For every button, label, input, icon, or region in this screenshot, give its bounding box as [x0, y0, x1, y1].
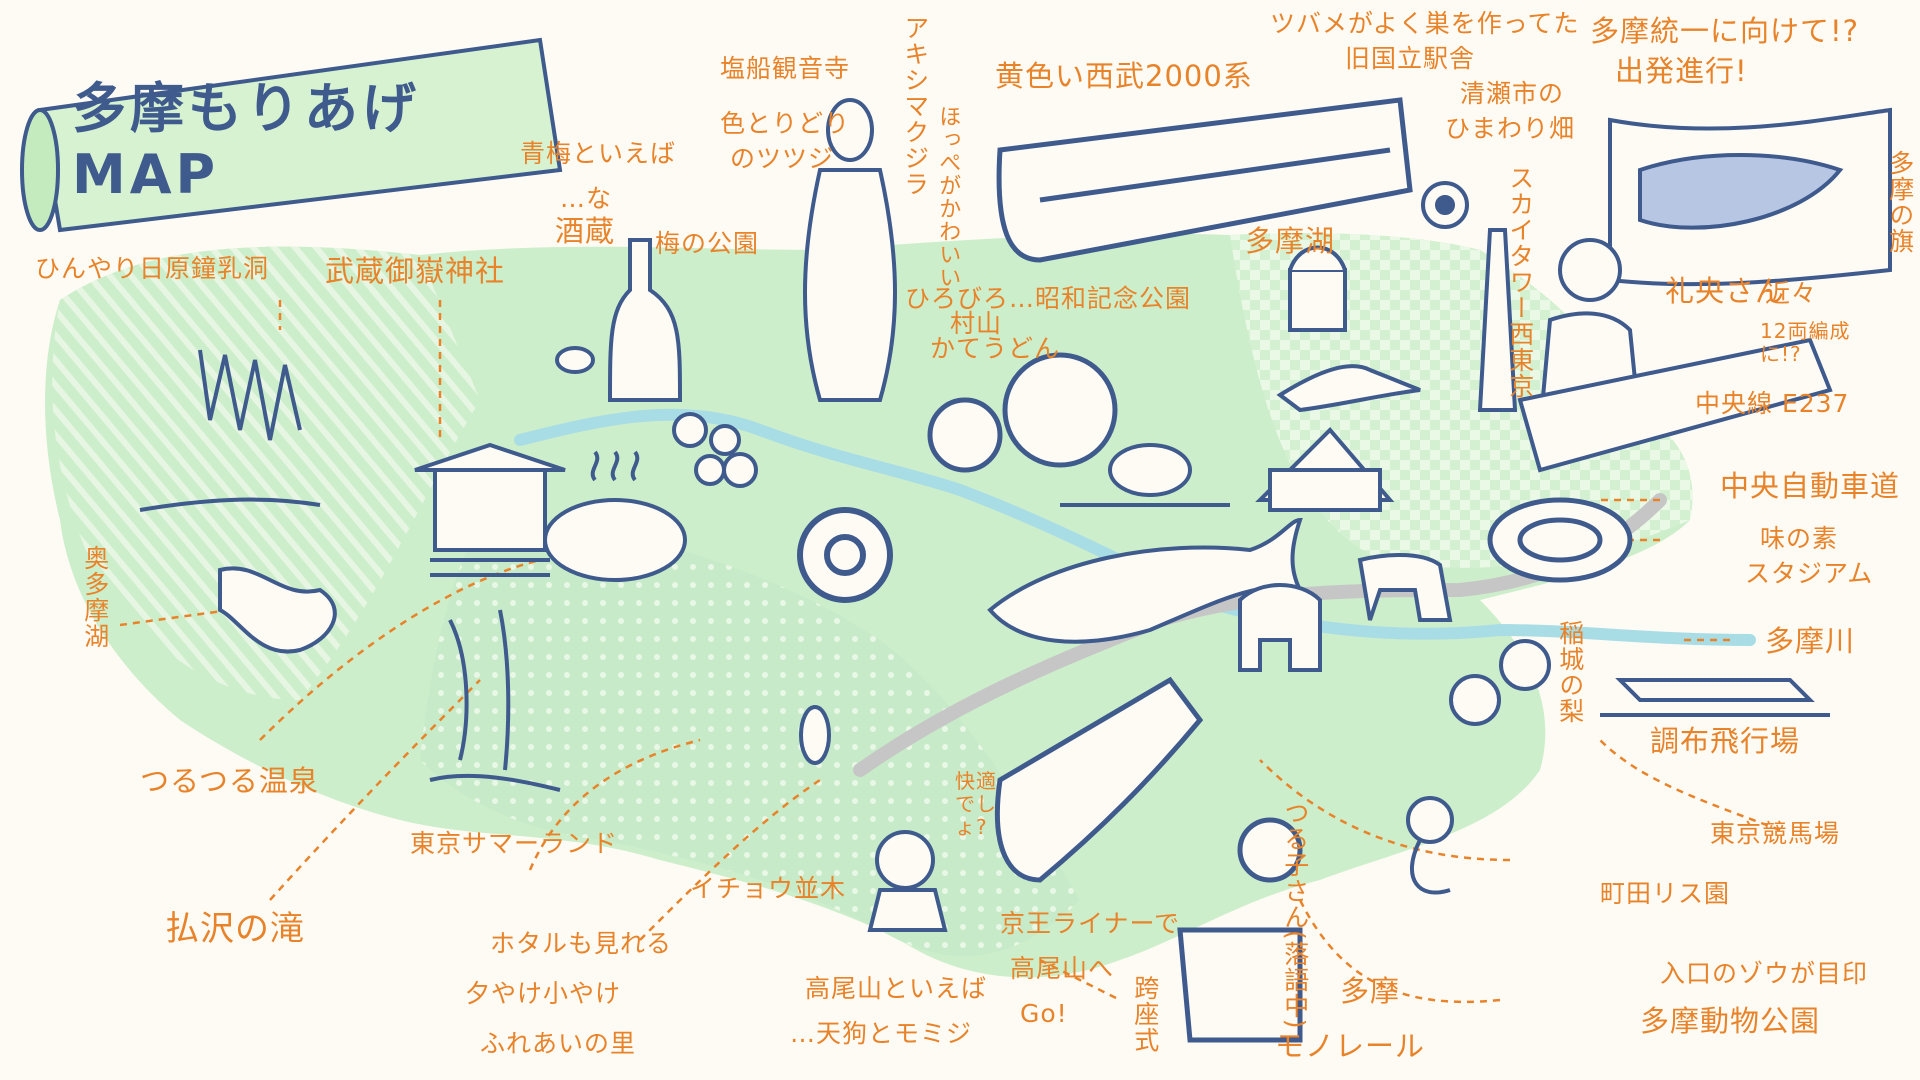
label-hotaru-3: ふれあいの里: [480, 1029, 637, 1058]
label-zoo-1: 入口のゾウが目印: [1660, 959, 1869, 988]
label-tama-flag: 多摩の旗: [1885, 150, 1915, 254]
okutama-lake-illustration: [218, 566, 337, 654]
shrine-illustration: [414, 442, 566, 577]
label-flag-1: 多摩統一に向けて!?: [1590, 14, 1860, 48]
label-tsurutsuru-onsen: つるつる温泉: [140, 764, 319, 798]
horse-illustration: [1357, 553, 1453, 622]
label-musashi-mitake: 武蔵御嶽神社: [325, 254, 506, 288]
airplane-illustration: [1600, 678, 1830, 717]
label-tama-lake: 多摩湖: [1245, 224, 1336, 258]
label-tsuruko: つる子さん(落語中): [1280, 800, 1310, 1030]
label-tama-river: 多摩川: [1765, 624, 1856, 658]
plum-illustration: [672, 412, 758, 488]
chuo-train-illustration: [1517, 337, 1833, 473]
label-shiofune: 塩船観音寺: [720, 54, 851, 83]
sunflower-illustration: [1421, 181, 1469, 229]
label-keio-1: 京王ライナーで: [1000, 909, 1181, 938]
squirrel-illustration: [1406, 796, 1454, 895]
title-banner: [20, 37, 563, 233]
label-udon-1: 村山: [950, 309, 1003, 338]
label-hossawa-falls: 払沢の滝: [165, 909, 305, 949]
label-hoppe: ほっぺがかわいい: [935, 105, 961, 289]
label-takao-1: 高尾山といえば: [805, 974, 988, 1003]
map-title: 多摩もりあげMAP: [72, 77, 420, 206]
monorail-illustration: [1177, 817, 1303, 1043]
onsen-illustration: [543, 450, 687, 582]
label-kozashiki: 跨座式: [1130, 975, 1160, 1053]
label-kaisoku: 快適でしょ?: [955, 769, 997, 839]
label-himawari-1: 清瀬市の: [1460, 79, 1565, 108]
leader-lines: [119, 300, 1781, 1004]
label-reo: 礼央さん: [1665, 274, 1786, 308]
label-ome-2: …な: [560, 184, 613, 213]
label-summerland: 東京サマーランド: [410, 829, 619, 858]
float-ring-illustration: [797, 507, 893, 603]
sky-tower-illustration: [1477, 228, 1518, 412]
label-keio-3: Go!: [1020, 999, 1068, 1028]
tama-river: [514, 408, 1756, 646]
label-ichou: イチョウ並木: [690, 874, 847, 903]
keio-liner-illustration: [994, 676, 1204, 883]
label-ajinomoto-1: 味の素: [1760, 524, 1839, 553]
label-tsutsuji-1: 色とりどり: [720, 109, 851, 138]
label-expressway: 中央自動車道: [1720, 469, 1901, 503]
label-nippara-cave: ひんやり日原鐘乳洞: [35, 254, 270, 283]
label-kinkin-1: 近々: [1765, 279, 1818, 308]
label-ome-3: 酒蔵: [555, 214, 616, 248]
label-himawari-2: ひまわり畑: [1445, 114, 1576, 143]
label-seibu: 黄色い西武2000系: [995, 59, 1253, 93]
label-sky-tower: スカイタワー西東京: [1505, 165, 1535, 399]
label-akishima-whale: アキシマクジラ: [900, 15, 930, 197]
cricket-illustration: [799, 705, 831, 765]
label-flag-2: 出発進行!: [1615, 54, 1748, 88]
label-machida-risu: 町田リス園: [1600, 879, 1731, 908]
pear-illustration: [1449, 639, 1551, 726]
label-kinkin-2: 12両編成に!?: [1760, 319, 1851, 366]
kannon-statue-illustration: [803, 98, 897, 402]
tengu-illustration: [867, 830, 948, 932]
label-showa-park: ひろびろ…昭和記念公園: [905, 284, 1192, 313]
label-chofu-airfield: 調布飛行場: [1650, 724, 1801, 758]
label-hotaru-2: 夕やけ小やけ: [465, 979, 622, 1008]
elephant-illustration: [1238, 583, 1322, 672]
label-ajinomoto-2: スタジアム: [1745, 559, 1874, 588]
label-inagi-pear: 稲城の梨: [1555, 620, 1585, 724]
waterfall-illustration: [429, 609, 561, 792]
label-monorail-2: モノレール: [1275, 1029, 1426, 1063]
seibu-train-illustration: [996, 97, 1413, 263]
station-illustration: [1255, 427, 1395, 512]
sake-bottle-illustration: [555, 238, 683, 402]
label-takao-2: …天狗とモミジ: [790, 1019, 973, 1048]
cave-illustration: [139, 349, 321, 512]
stadium-illustration: [1487, 497, 1633, 583]
tree-illustration: [1060, 443, 1230, 507]
label-ume-park: 梅の公園: [655, 229, 760, 258]
label-hotaru-1: ホタルも見れる: [490, 929, 673, 958]
label-tokyo-racecourse: 東京競馬場: [1710, 819, 1841, 848]
whale-illustration: [987, 517, 1304, 644]
tama-lake-illustration: [1288, 245, 1347, 332]
label-zoo-2: 多摩動物公園: [1640, 1004, 1821, 1038]
swallow-illustration: [1276, 364, 1421, 413]
stripe-region-west: [52, 246, 480, 700]
label-tsutsuji-2: のツツジ: [730, 144, 835, 173]
label-keio-2: 高尾山へ: [1010, 954, 1115, 983]
udon-illustration: [927, 352, 1118, 473]
label-chuo-line: 中央線 E237: [1695, 389, 1850, 418]
label-ome-1: 青梅といえば: [520, 139, 677, 168]
label-okutama-lake: 奥多摩湖: [80, 545, 110, 649]
label-udon-2: かてうどん: [930, 334, 1061, 363]
tama-flag-illustration: [1608, 107, 1892, 287]
label-tsubame-2: 旧国立駅舎: [1345, 44, 1476, 73]
label-tsubame-1: ツバメがよく巣を作ってた: [1270, 9, 1580, 38]
label-monorail-1: 多摩: [1340, 974, 1401, 1008]
